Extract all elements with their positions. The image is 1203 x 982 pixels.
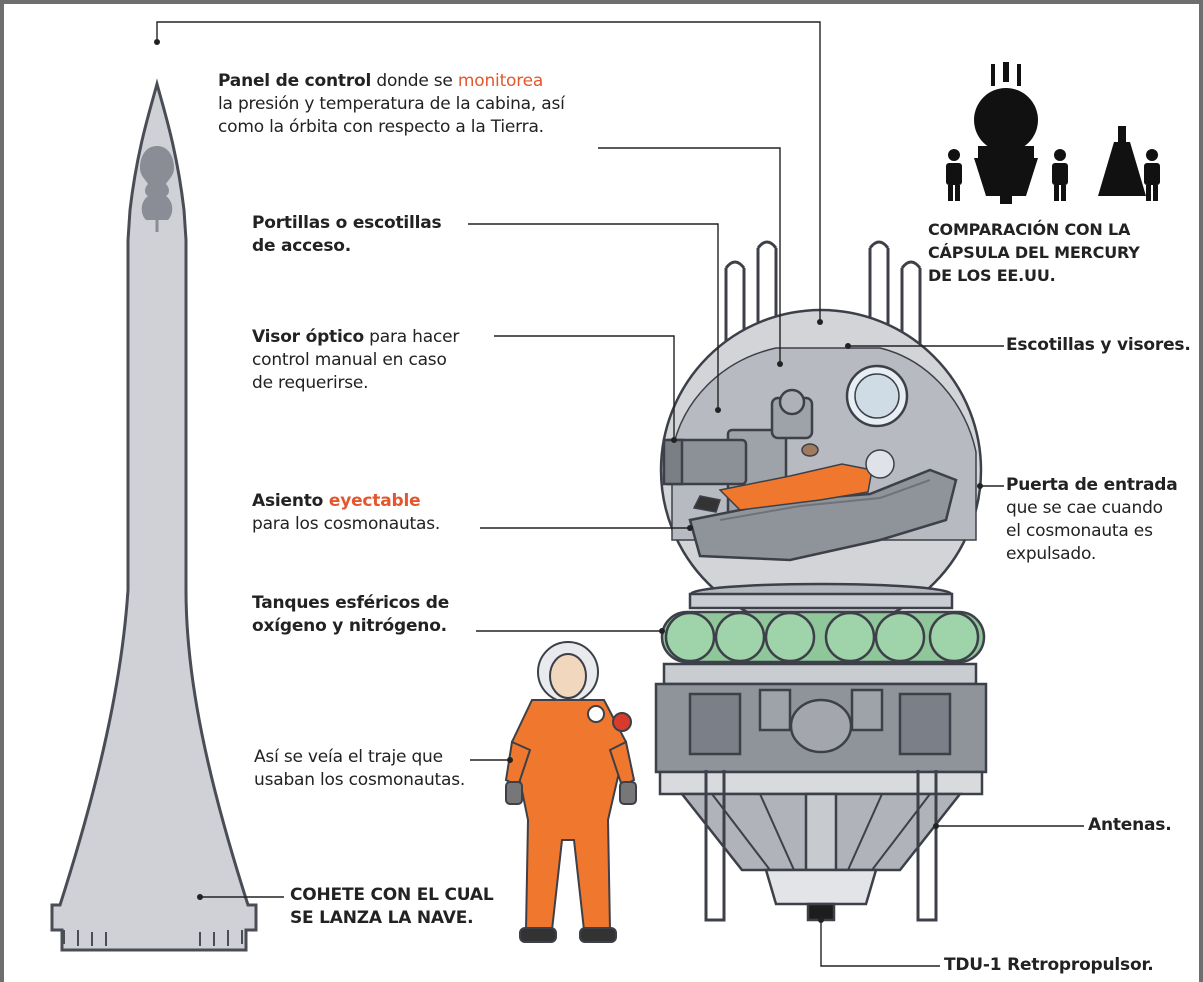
label-portillas: Portillas o escotillas de acceso. <box>252 212 442 258</box>
visor-text: para hacer <box>363 327 460 347</box>
label-tdu: TDU-1 Retropropulsor. <box>944 955 1154 975</box>
rocket-capsule-icon <box>140 146 174 220</box>
visor-title: Visor óptico <box>252 327 364 347</box>
label-cohete: COHETE CON EL CUAL SE LANZA LA NAVE. <box>290 884 494 930</box>
label-antenas: Antenas. <box>1088 815 1172 835</box>
rocket-illustration <box>50 78 258 952</box>
puerta-line-3: el cosmonauta es <box>1006 521 1153 541</box>
panel-accent: monitorea <box>457 71 544 91</box>
cohete-line-1: COHETE CON EL CUAL <box>290 885 494 905</box>
asiento-title: Asiento <box>252 491 329 511</box>
visor-line-3: de requerirse. <box>252 373 369 393</box>
asiento-line-2: para los cosmonautas. <box>252 514 441 534</box>
puerta-line-2: que se cae cuando <box>1006 498 1163 518</box>
label-panel-de-control: Panel de control donde se monitorea la p… <box>218 70 565 139</box>
portillas-line-1: Portillas o escotillas <box>252 213 442 233</box>
traje-line-2: usaban los cosmonautas. <box>254 770 466 790</box>
tanques-line-2: oxígeno y nitrógeno. <box>252 616 447 636</box>
panel-title: Panel de control <box>218 71 372 91</box>
panel-line-3: como la órbita con respecto a la Tierra. <box>218 117 544 137</box>
panel-line-2: la presión y temperatura de la cabina, a… <box>218 94 565 114</box>
comparacion-line-1: COMPARACIÓN CON LA <box>928 220 1131 239</box>
label-asiento: Asiento eyectable para los cosmonautas. <box>252 490 440 536</box>
label-traje: Así se veía el traje que usaban los cosm… <box>254 746 465 792</box>
label-tanques: Tanques esféricos de oxígeno y nitrógeno… <box>252 592 449 638</box>
label-visor-optico: Visor óptico para hacer control manual e… <box>252 326 459 395</box>
comparison-silhouettes <box>946 62 1160 204</box>
tanques-line-1: Tanques esféricos de <box>252 593 450 613</box>
puerta-line-4: expulsado. <box>1006 544 1097 564</box>
panel-text: donde se <box>371 71 458 91</box>
cohete-line-2: SE LANZA LA NAVE. <box>290 908 474 928</box>
label-escotillas: Escotillas y visores. <box>1006 335 1191 355</box>
visor-line-2: control manual en caso <box>252 350 447 370</box>
leader-dots <box>154 39 983 923</box>
cosmonaut-suit-illustration <box>504 641 637 943</box>
label-puerta: Puerta de entrada que se cae cuando el c… <box>1006 474 1178 566</box>
puerta-title: Puerta de entrada <box>1006 475 1178 495</box>
traje-line-1: Así se veía el traje que <box>254 747 443 767</box>
asiento-accent: eyectable <box>328 491 421 511</box>
comparacion-line-2: CÁPSULA DEL MERCURY <box>928 243 1140 262</box>
vostok-capsule <box>654 240 988 922</box>
comparacion-line-3: DE LOS EE.UU. <box>928 266 1056 285</box>
leader-lines <box>156 21 1084 967</box>
portillas-line-2: de acceso. <box>252 236 352 256</box>
label-comparacion: COMPARACIÓN CON LA CÁPSULA DEL MERCURY D… <box>928 218 1140 287</box>
